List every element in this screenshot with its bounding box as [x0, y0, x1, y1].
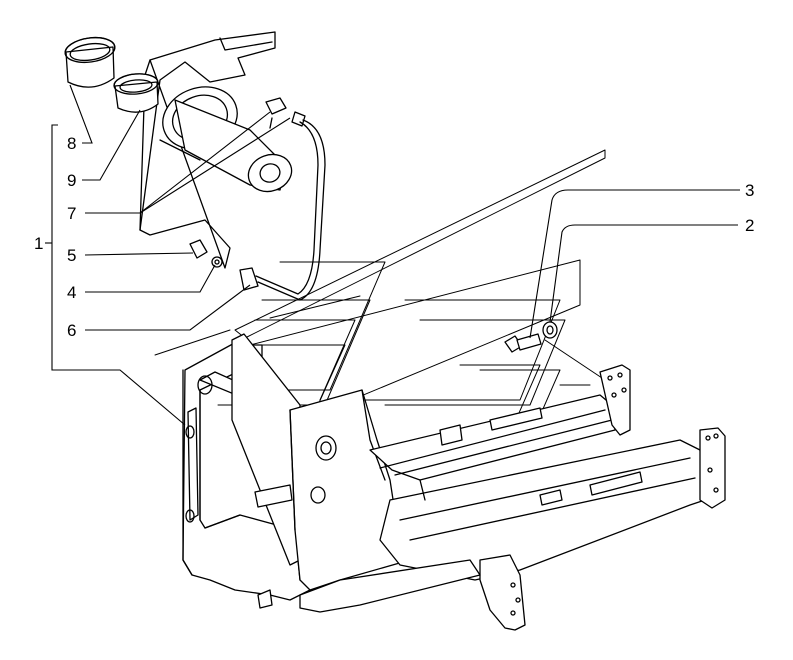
leader-lines [45, 84, 740, 426]
callout-2: 2 [745, 216, 754, 235]
main-frame [182, 333, 726, 631]
bolt-3 [504, 333, 542, 353]
bushing-8 [64, 36, 116, 88]
callout-3: 3 [745, 181, 754, 200]
pivot-bracket [139, 31, 293, 269]
bushing-9 [113, 73, 159, 113]
callout-1: 1 [34, 234, 43, 253]
callout-8: 8 [67, 134, 76, 153]
callout-labels: 1 2 3 4 5 6 7 8 9 [34, 134, 754, 340]
callout-6: 6 [67, 321, 76, 340]
watermark-logo [154, 149, 606, 451]
grease-fittings-and-line [239, 97, 326, 301]
fittings-4-5 [189, 239, 223, 268]
callout-9: 9 [67, 171, 76, 190]
callout-4: 4 [67, 283, 76, 302]
callout-5: 5 [67, 246, 76, 265]
washer-2 [542, 321, 558, 339]
callout-7: 7 [67, 204, 76, 223]
